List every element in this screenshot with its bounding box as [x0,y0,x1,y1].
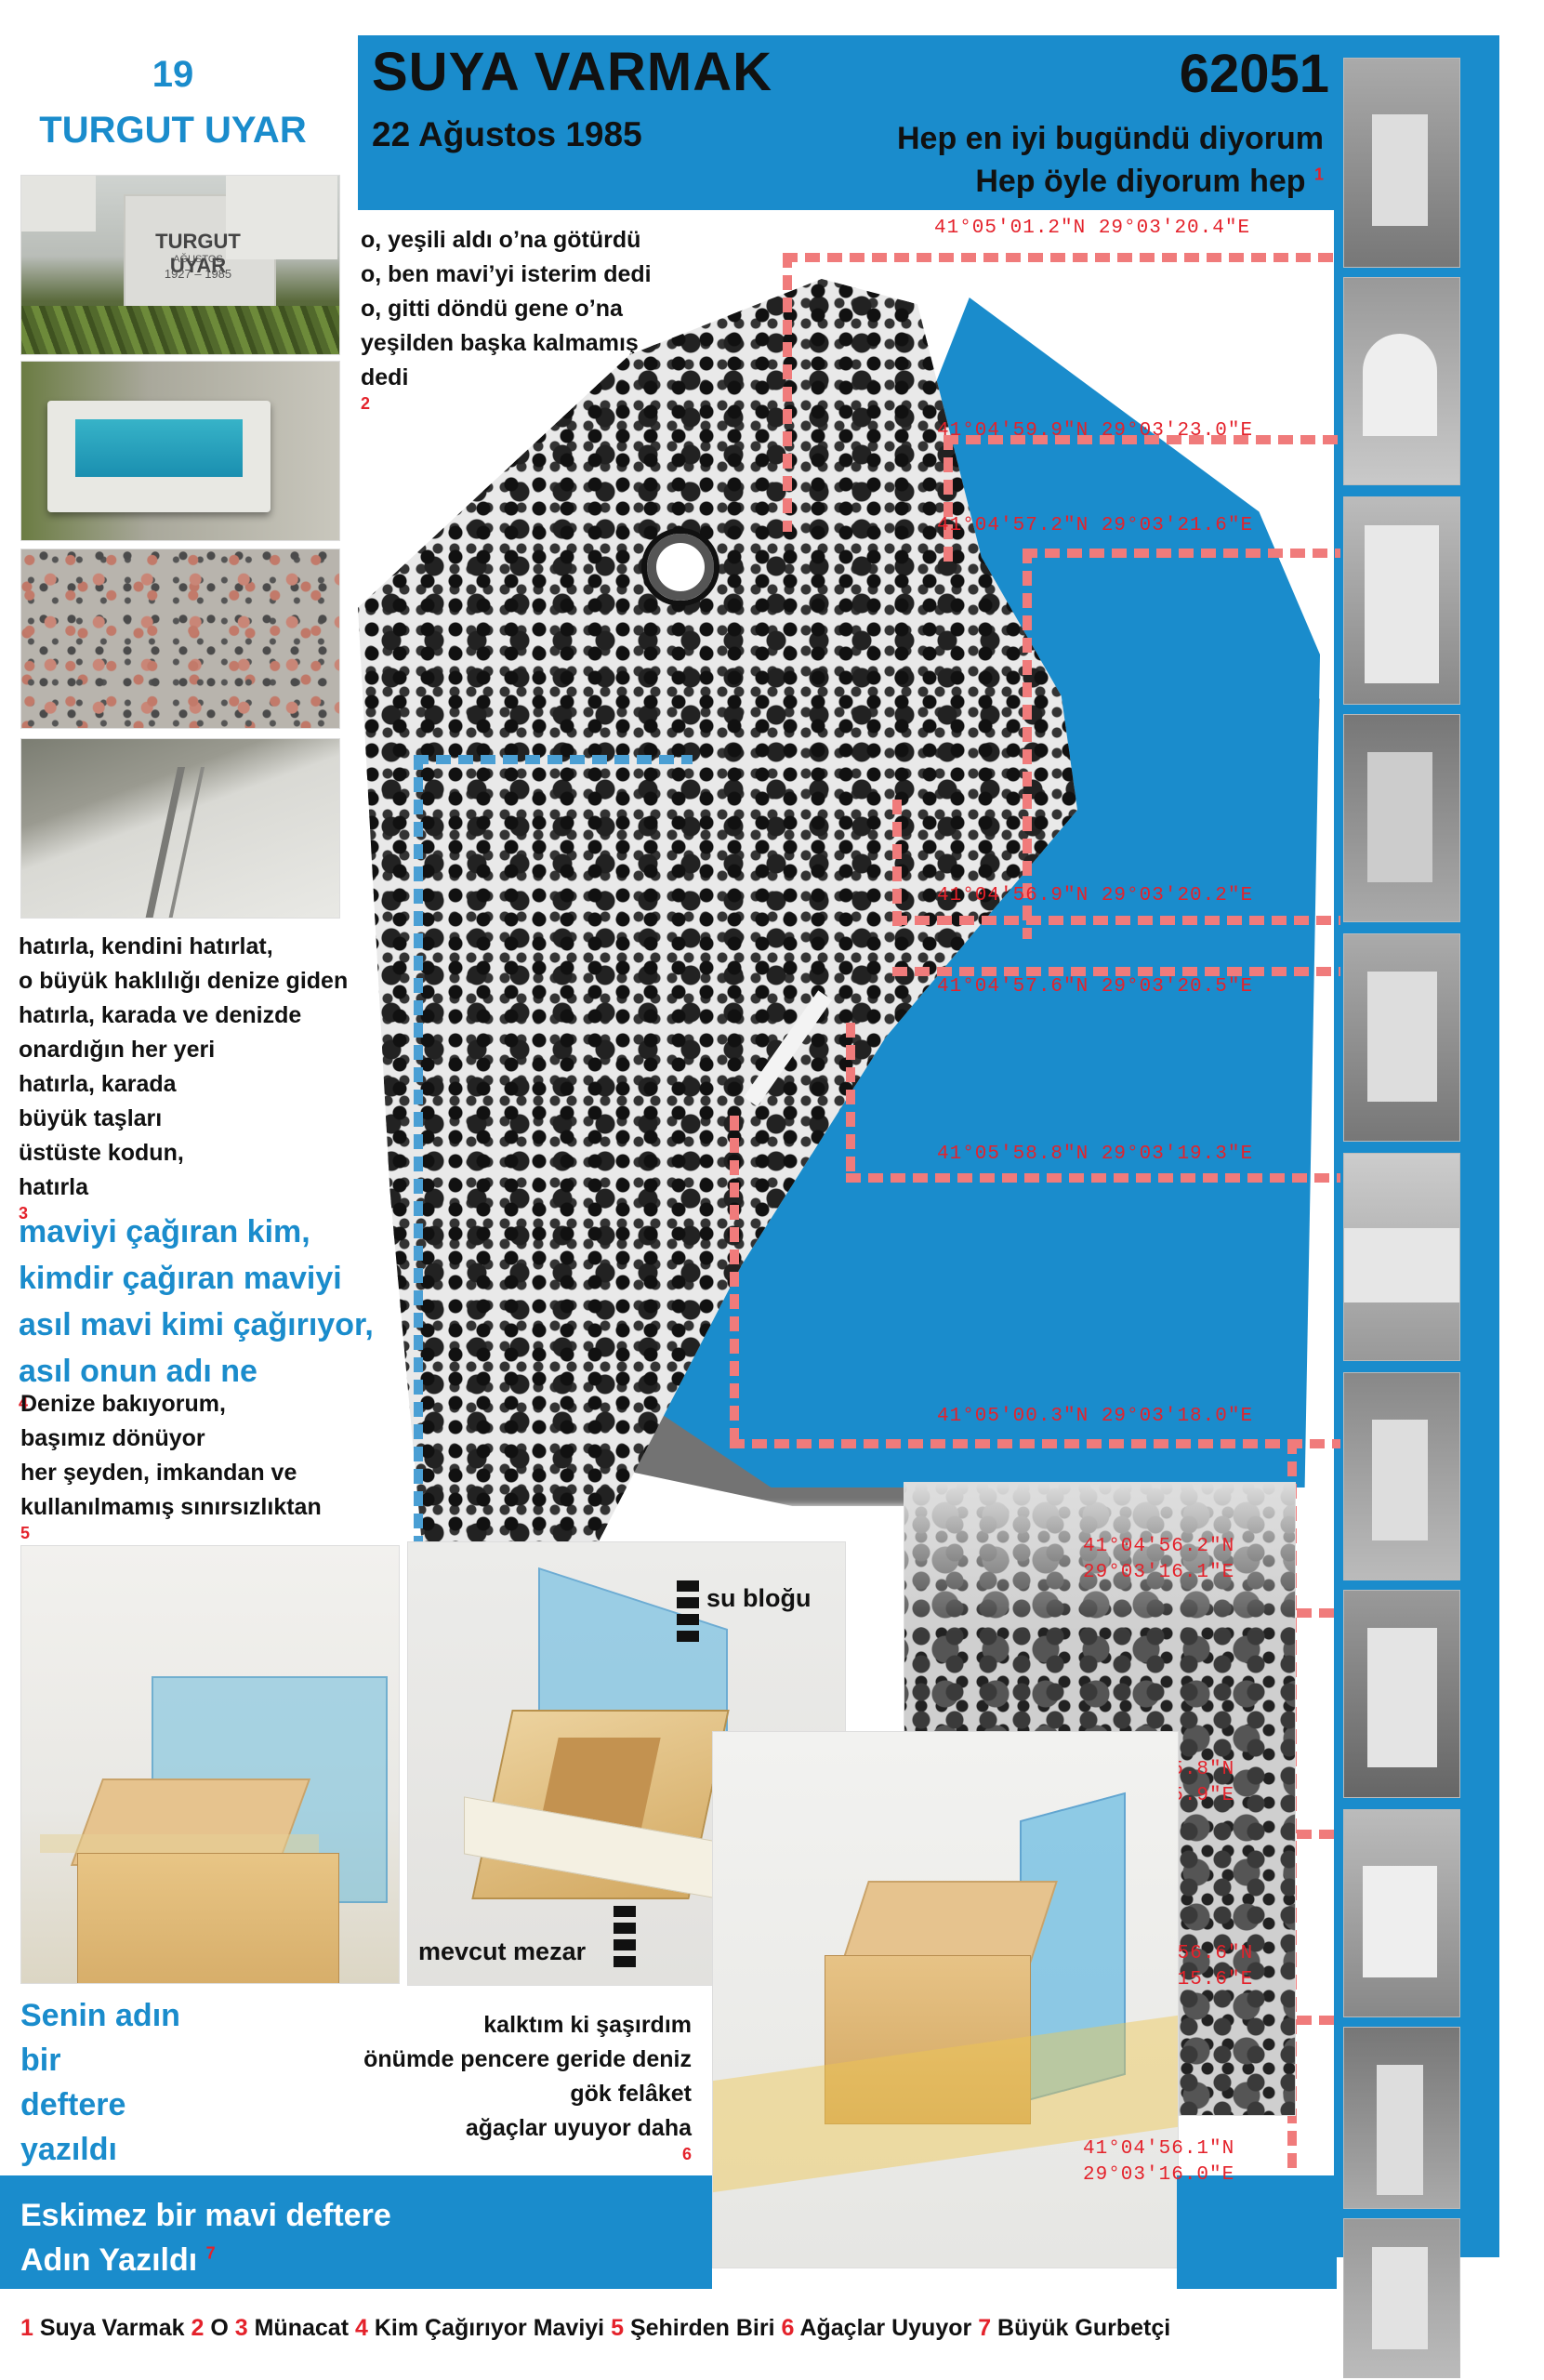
header-code: 62051 [1179,44,1329,104]
thumb-fountain-1 [1343,58,1460,268]
poet-number: 19 [152,54,194,95]
reference-list: 1 Suya Varmak 2 O 3 Münacat 4 Kim Çağırı… [20,2315,1171,2341]
leader-line-10h [1297,2016,1340,2025]
coord-4: 41°04'56.9"N 29°03'20.2"E [937,885,1254,906]
blue-leader-v [414,755,423,1554]
header-quote-2: Hep öyle diyorum hep 1 [975,164,1324,199]
map-roundabout [641,528,719,606]
thumb-fountain-4 [1343,714,1460,922]
photo-model-1 [20,1545,400,1984]
gravestone-sub: AĞUSTOS [173,254,223,265]
header-quote-1: Hep en iyi bugündü diyorum [897,121,1324,156]
photo-marble-basin [20,361,340,541]
poem-6: kalktım ki şaşırdım önümde pencere gerid… [279,2008,692,2162]
coord-stack-4b: 29°03'16.0"E [1083,2164,1235,2186]
leader-line-9h [1297,1830,1340,1839]
su-blogu-text: su bloğu [706,1584,812,1612]
poem-5-ref: 5 [20,1524,31,1542]
thumb-fountain-9 [1343,1809,1460,2017]
thumb-fountain-5 [1343,933,1460,1142]
leader-line-8h [1297,1608,1340,1618]
leader-line-1v [783,253,792,532]
footer-banner-line-2: Adın Yazıldı 7 [20,2242,216,2278]
leader-line-4h [892,916,1340,925]
coord-3: 41°04'57.2"N 29°03'21.6"E [937,515,1254,536]
poem-3: hatırla, kendini hatırlat, o büyük haklı… [19,933,349,1223]
blue-leader-h [414,755,693,764]
thumb-fountain-11 [1343,2218,1460,2378]
photo-gravestone: TURGUT UYAR AĞUSTOS 1927 – 1985 [20,175,340,355]
label-su-blogu [677,1580,699,1646]
leader-line-7h [730,1439,1340,1448]
leader-line-1h [783,253,1340,262]
leader-line-2v [944,435,953,565]
leader-line-4v [892,800,902,930]
coord-stack-1b: 29°03'16.1"E [1083,1562,1235,1583]
poem-2: o, yeşili aldı o’na götürdü o, ben mavi’… [361,227,652,413]
footer-banner-right [1177,2175,1337,2289]
leader-line-3h [1023,549,1340,558]
coord-6: 41°05'58.8"N 29°03'19.3"E [937,1144,1254,1165]
header-date: 22 Ağustos 1985 [372,115,642,153]
header-banner [358,35,1334,210]
thumb-fountain-7 [1343,1372,1460,1580]
leader-line-3v [1023,549,1032,939]
photo-marble-slab [20,738,340,919]
footer-banner [0,2175,712,2289]
thumb-fountain-8 [1343,1590,1460,1798]
footer-banner-line-1: Eskimez bir mavi deftere [20,2198,391,2233]
gravestone-name: TURGUT UYAR [155,230,241,277]
thumb-fountain-3 [1343,496,1460,705]
photo-terrazzo [20,549,340,729]
poem-5: Denize bakıyorum, başımız dönüyor her şe… [20,1391,322,1542]
photo-model-3 [712,1731,1179,2268]
poem-4: maviyi çağıran kim, kimdir çağıran maviy… [19,1214,374,1412]
label-mevcut-mezar [614,1906,636,1971]
poem-6-ref: 6 [681,2145,692,2163]
header-title: SUYA VARMAK [372,42,773,102]
leader-line-6h [846,1173,1340,1183]
coord-1: 41°05'01.2"N 29°03'20.4"E [934,218,1251,239]
leader-line-2h [944,435,1340,444]
coord-2: 41°04'59.9"N 29°03'23.0"E [937,420,1254,442]
leader-line-7v [730,1116,739,1441]
coord-stack-1a: 41°04'56.2"N [1083,1536,1235,1557]
thumb-fountain-6 [1343,1153,1460,1361]
coord-7: 41°05'00.3"N 29°03'18.0"E [937,1406,1254,1427]
poet-name: TURGUT UYAR [39,110,307,151]
senin-adin-text: Senin adın bir deftere yazıldı [20,1998,180,2167]
gravestone-years: 1927 – 1985 [164,267,232,281]
coord-stack-4a: 41°04'56.1"N [1083,2138,1235,2160]
leader-line-6v [846,1023,855,1181]
mevcut-mezar-text: mevcut mezar [418,1937,587,1965]
poem-2-ref: 2 [361,394,371,413]
leader-line-5h [892,967,1340,976]
coord-5: 41°04'57.6"N 29°03'20.5"E [937,976,1254,998]
thumb-fountain-2 [1343,277,1460,485]
poem-3-ref: 3 [19,1204,29,1223]
thumb-fountain-10 [1343,2027,1460,2209]
poem-4-ref: 4 [19,1394,29,1412]
